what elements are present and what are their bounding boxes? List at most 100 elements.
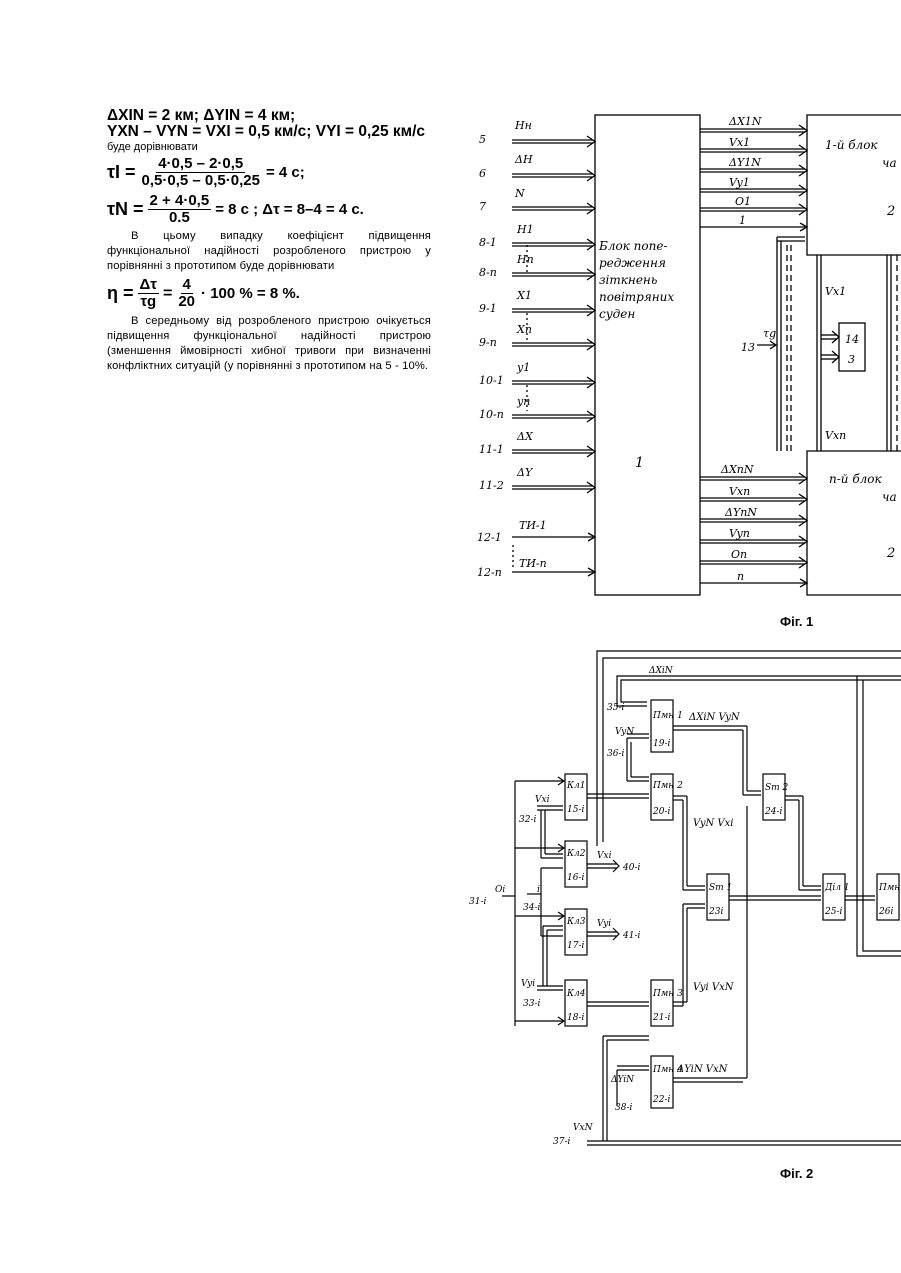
figure-2-caption: Фіг. 2 — [780, 1166, 813, 1181]
mult-2-out: VyN Vxi — [693, 818, 733, 829]
key-1-num: 15-i — [567, 805, 584, 815]
key-2-label: Кл2 — [566, 849, 586, 859]
key-3-num: 17-i — [567, 941, 584, 951]
top-block-title: 1-й блок — [825, 138, 878, 152]
in-num-9-1: 9-1 — [479, 302, 497, 315]
sum-1-label: Sm 1 — [709, 883, 732, 893]
in-num-8-n: 8-n — [479, 266, 497, 279]
out-vy1: Vy1 — [729, 176, 750, 189]
mult-4-num: 22-i — [652, 1095, 670, 1105]
mult-3-label: Пмн 3 — [652, 989, 683, 999]
paragraph-average: В середньому від розробленого пристрою о… — [107, 314, 431, 374]
will-be-line: буде дорівнювати — [107, 140, 431, 154]
label-n38: 38-i — [615, 1103, 632, 1113]
label-3: 3 — [848, 353, 855, 366]
right-top-output-arrows — [700, 125, 807, 231]
key-3-label: Кл3 — [566, 917, 586, 927]
top-block-number: 2 — [886, 204, 895, 219]
in-num-12-n: 12-n — [477, 566, 502, 579]
main-block-line-4: повітряних — [599, 290, 674, 304]
in-label-dh: ΔH — [514, 153, 533, 166]
bottom-block-number: 2 — [886, 546, 895, 561]
mult-1-label: Пмн 1 — [652, 711, 683, 721]
mult-2-label: Пмн 2 — [652, 781, 683, 791]
label-vyn: VyN — [615, 727, 635, 737]
label-n37: 37-i — [553, 1137, 570, 1147]
in-label-xn: Xn — [516, 323, 532, 336]
bottom-block-sub: ча — [882, 490, 897, 504]
out-41: 41-i — [622, 931, 640, 941]
label-14: 14 — [845, 333, 859, 346]
key-2-num: 16-i — [567, 873, 584, 883]
figure-1-caption: Фіг. 1 — [780, 614, 813, 629]
left-input-arrows — [512, 136, 595, 576]
in-num-5: 5 — [479, 133, 486, 146]
figure-2-diagram: ΔXiN 35-i VyN 36-i Vxi 32-i Oi 31-i i 34… — [467, 646, 901, 1154]
top-block-sub: ча — [882, 156, 897, 170]
bottom-block-title: n-й блок — [829, 472, 883, 486]
main-block-line-2: редження — [599, 256, 666, 270]
in-num-9-n: 9-n — [479, 336, 497, 349]
label-vx1: Vx1 — [825, 285, 846, 298]
main-block-line-1: Блок попе- — [598, 239, 668, 253]
in-num-11-2: 11-2 — [479, 479, 504, 492]
label-n34: 34-i — [523, 903, 540, 913]
label-vxn: VxN — [573, 1123, 594, 1133]
given-line-2: YXN – VYN = VXI = 0,5 км/с; VYI = 0,25 к… — [107, 124, 431, 140]
in-label-yn: yn — [516, 395, 530, 408]
out-dxnn: ΔXnN — [720, 463, 754, 476]
in-label-dx: ΔX — [516, 430, 534, 443]
in-num-6: 6 — [479, 167, 486, 180]
equation-tau-n: τN = 2 + 4·0,5 0.5 = 8 с ; Δτ = 8–4 = 4 … — [107, 193, 431, 226]
label-oi: Oi — [495, 885, 505, 895]
out-41-v: Vyi — [597, 919, 611, 929]
in-label-ti1: ТИ-1 — [519, 519, 547, 532]
equation-eta: η = Δτ τg = 4 20 · 100 % = 8 %. — [107, 277, 431, 310]
main-block-number: 1 — [635, 455, 644, 471]
div-num: 25-i — [824, 907, 842, 917]
label-n33: 33-i — [523, 999, 540, 1009]
label-n32: 32-i — [519, 815, 536, 825]
mult-3-out: Vyi VxN — [693, 982, 735, 993]
main-block-line-3: зіткнень — [599, 273, 657, 287]
in-num-11-1: 11-1 — [479, 443, 504, 456]
in-num-8-1: 8-1 — [479, 236, 497, 249]
in-label-n: N — [514, 187, 525, 200]
out-dx1n: ΔX1N — [728, 115, 762, 128]
mult-5-label: Пмн 5 — [878, 883, 901, 893]
sum-2-num: 24-i — [764, 807, 782, 817]
div-label: Дiл 1 — [824, 883, 850, 893]
out-40-v: Vxi — [597, 851, 612, 861]
label-vyi: Vyi — [521, 979, 535, 989]
equation-tau-i: τI = 4·0,5 – 2·0,5 0,5·0,5 – 0,5·0,25 = … — [107, 156, 431, 189]
in-num-7: 7 — [479, 200, 486, 213]
in-label-y1: y1 — [516, 361, 530, 374]
in-label-tin: ТИ-n — [519, 557, 547, 570]
label-13: 13 — [741, 341, 755, 354]
in-num-12-1: 12-1 — [477, 531, 502, 544]
sum-1-num: 23i — [708, 907, 723, 917]
paragraph-coefficient: В цьому випадку коефіцієнт підвищення фу… — [107, 229, 431, 274]
figure-1: 5 Hн 6 ΔH 7 N 8-1 H1 8-n Hn 9-1 X1 9-n X… — [467, 105, 901, 600]
in-num-10-1: 10-1 — [479, 374, 504, 387]
mult-1-num: 19-i — [653, 739, 670, 749]
figure-1-diagram: 5 Hн 6 ΔH 7 N 8-1 H1 8-n Hn 9-1 X1 9-n X… — [467, 105, 901, 600]
label-dyin: ΔYiN — [610, 1075, 635, 1085]
key-4-num: 18-i — [567, 1013, 584, 1023]
in-num-10-n: 10-n — [479, 408, 504, 421]
sum-2-label: Sm 2 — [765, 783, 789, 793]
out-dynn: ΔYnN — [724, 506, 757, 519]
mult-1-out: ΔXiN VyN — [688, 712, 741, 723]
label-vxi: Vxi — [535, 795, 550, 805]
mult-2-num: 20-i — [652, 807, 670, 817]
in-label-h1: H1 — [516, 223, 534, 236]
out-o1: O1 — [735, 195, 751, 208]
label-vxn: Vxn — [825, 429, 846, 442]
text-column: ΔXIN = 2 км; ΔYIN = 4 км; YXN – VYN = VX… — [107, 108, 431, 374]
mult-5-num: 26i — [878, 907, 893, 917]
out-vyn: Vyn — [729, 527, 750, 540]
label-i: i — [537, 885, 540, 895]
mult-4-out: ΔYiN VxN — [676, 1064, 729, 1075]
label-n31: 31-i — [469, 897, 486, 907]
key-1-label: Кл1 — [566, 781, 585, 791]
